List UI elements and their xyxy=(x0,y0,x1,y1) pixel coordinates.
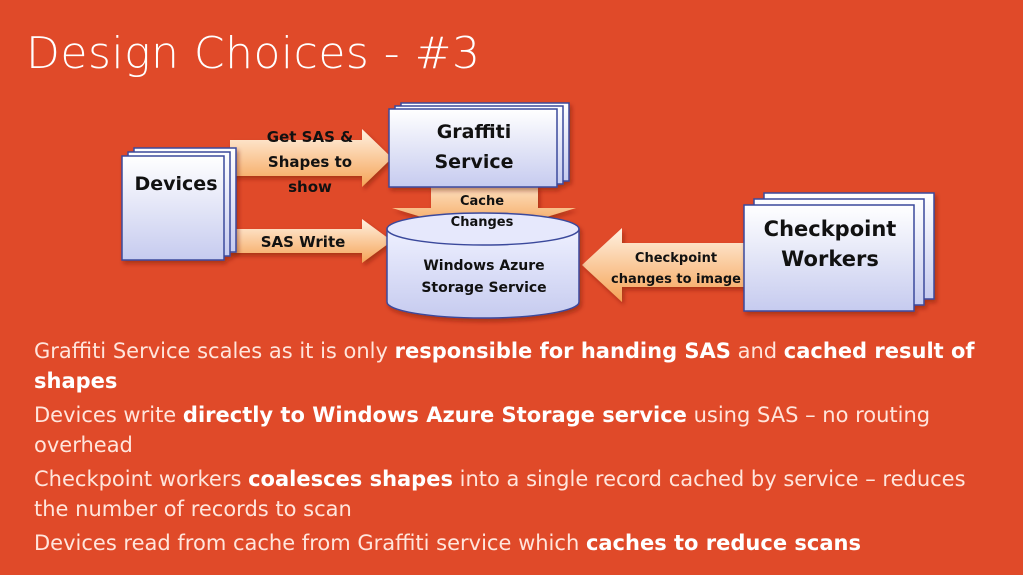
cache-changes-line2: Changes xyxy=(451,215,514,230)
checkpoint-workers-line1: Checkpoint xyxy=(764,217,897,241)
graffiti-label-line2: Service xyxy=(435,151,514,173)
devices-label: Devices xyxy=(134,173,217,195)
arrow-sas-write xyxy=(230,219,392,263)
storage-cylinder xyxy=(386,212,580,319)
graffiti-service-box xyxy=(388,102,570,188)
checkpoint-arrow-line2: changes to image xyxy=(611,272,741,287)
checkpoint-workers-box xyxy=(743,192,935,312)
get-sas-line2: Shapes to xyxy=(268,153,352,171)
architecture-diagram: Devices Graffiti Service Checkpoint Work… xyxy=(121,102,935,319)
bullet-list: Graffiti Service scales as it is only re… xyxy=(34,336,1004,562)
bullet-bold-text: responsible for handing SAS xyxy=(394,339,731,363)
get-sas-line1: Get SAS & xyxy=(267,128,353,146)
arrow-get-sas xyxy=(230,129,392,187)
bullet-item: Graffiti Service scales as it is only re… xyxy=(34,336,1004,396)
bullet-text: Graffiti Service scales as it is only xyxy=(34,339,395,363)
bullet-text: Devices write xyxy=(34,403,183,427)
bullet-bold-text: directly to Windows Azure Storage servic… xyxy=(182,403,687,427)
sas-write-label: SAS Write xyxy=(261,233,346,251)
bullet-text: into a single record cached by service –… xyxy=(34,467,966,521)
checkpoint-arrow-line1: Checkpoint xyxy=(635,251,717,266)
bullet-text: Checkpoint workers xyxy=(34,467,249,491)
bullet-item: Devices write directly to Windows Azure … xyxy=(34,400,1004,460)
bullet-item: Devices read from cache from Graffiti se… xyxy=(34,528,1004,558)
devices-box xyxy=(121,147,237,261)
bullet-item: Checkpoint workers coalesces shapes into… xyxy=(34,464,1004,524)
checkpoint-workers-line2: Workers xyxy=(781,247,879,271)
bullet-text: and xyxy=(730,339,784,363)
arrow-cache-changes xyxy=(392,186,576,236)
get-sas-line3: show xyxy=(288,178,332,196)
bullet-text: Devices read from cache from Graffiti se… xyxy=(34,531,586,555)
slide-title: Design Choices - #3 xyxy=(26,28,481,79)
graffiti-label-line1: Graffiti xyxy=(437,121,512,143)
arrow-checkpoint xyxy=(582,228,745,302)
bullet-bold-text: caches to reduce scans xyxy=(585,531,861,555)
storage-label-line1: Windows Azure xyxy=(423,258,544,274)
cache-changes-line1: Cache xyxy=(460,194,504,209)
storage-label-line2: Storage Service xyxy=(421,280,546,296)
bullet-bold-text: coalesces shapes xyxy=(248,467,453,491)
bullet-bold-text: cached result of shapes xyxy=(34,339,975,393)
bullet-text: using SAS – no routing overhead xyxy=(34,403,931,457)
